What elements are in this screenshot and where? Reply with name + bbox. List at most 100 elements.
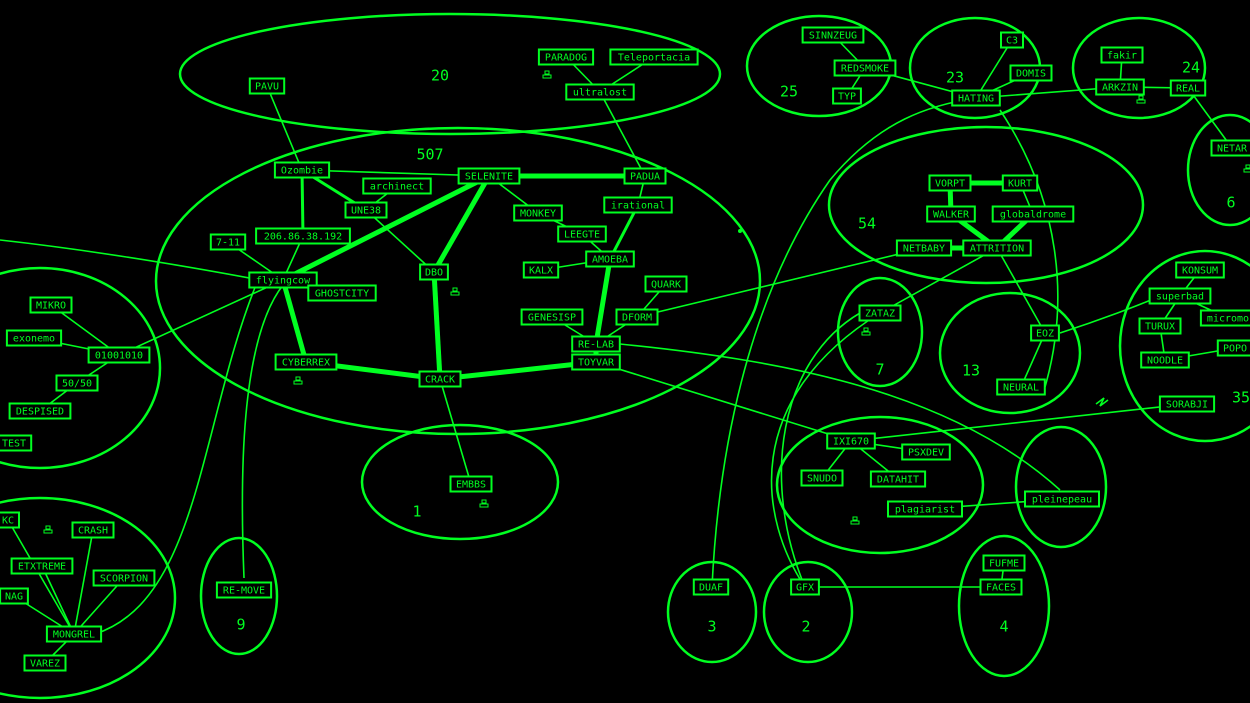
node-o1001010[interactable]: 01001010 bbox=[87, 346, 151, 364]
node-teleport[interactable]: Teleportacia bbox=[609, 48, 699, 66]
node-crash[interactable]: CRASH bbox=[71, 521, 115, 539]
node-arkzin[interactable]: ARKZIN bbox=[1095, 78, 1145, 96]
node-exonemo[interactable]: exonemo bbox=[5, 329, 63, 347]
node-relab[interactable]: RE-LAB bbox=[571, 335, 621, 353]
node-etxtreme[interactable]: ETXTREME bbox=[10, 557, 74, 575]
edge-eoz-neural bbox=[1020, 332, 1046, 388]
node-sorabji[interactable]: SORABJI bbox=[1158, 395, 1216, 413]
node-vorpt[interactable]: VORPT bbox=[928, 174, 972, 192]
node-label: micromo bbox=[1207, 314, 1249, 325]
node-box bbox=[1199, 309, 1250, 327]
node-fiftyfifty[interactable]: 50/50 bbox=[55, 374, 99, 392]
node-popo[interactable]: POPO bbox=[1216, 339, 1250, 357]
cluster-label: 2 bbox=[801, 618, 810, 636]
node-box bbox=[991, 205, 1075, 223]
node-leegte[interactable]: LEEGTE bbox=[557, 225, 607, 243]
node-fufme[interactable]: FUFME bbox=[982, 554, 1026, 572]
node-test[interactable]: TEST bbox=[0, 434, 33, 452]
node-dform[interactable]: DFORM bbox=[615, 308, 659, 326]
node-label: KONSUM bbox=[1182, 266, 1218, 277]
node-s711[interactable]: 7-11 bbox=[209, 233, 247, 251]
node-amoeba[interactable]: AMOEBA bbox=[585, 250, 635, 268]
node-typ[interactable]: TYP bbox=[832, 87, 862, 105]
node-selenite[interactable]: SELENITE bbox=[457, 167, 521, 185]
node-remove[interactable]: RE-MOVE bbox=[215, 581, 273, 599]
cluster-label: 54 bbox=[858, 215, 876, 233]
node-micromo[interactable]: micromo bbox=[1199, 309, 1250, 327]
node-une38[interactable]: UNE38 bbox=[344, 201, 388, 219]
node-genesisp[interactable]: GENESISP bbox=[520, 308, 584, 326]
node-embbs[interactable]: EMBBS bbox=[449, 475, 493, 493]
person-icon bbox=[479, 499, 489, 508]
node-duaf[interactable]: DUAF bbox=[692, 578, 730, 596]
node-attrition[interactable]: ATTRITION bbox=[962, 239, 1032, 257]
person-icon bbox=[450, 287, 460, 296]
node-pleinepeau[interactable]: pleinepeau bbox=[1024, 490, 1100, 508]
node-box bbox=[826, 432, 876, 450]
node-kalx[interactable]: KALX bbox=[522, 261, 560, 279]
node-c3n[interactable]: C3 bbox=[1000, 31, 1024, 49]
node-ultralost[interactable]: ultralost bbox=[565, 83, 635, 101]
node-scorpion[interactable]: SCORPION bbox=[92, 569, 156, 587]
node-neural[interactable]: NEURAL bbox=[996, 378, 1046, 396]
node-zataz[interactable]: ZATAZ bbox=[858, 304, 902, 322]
edge-ixi670-sorabji bbox=[850, 403, 1188, 442]
node-globaldrome[interactable]: globaldrome bbox=[991, 205, 1075, 223]
node-nag[interactable]: NAG bbox=[0, 587, 29, 605]
node-ixi670[interactable]: IXI670 bbox=[826, 432, 876, 450]
node-ghostcity[interactable]: GHOSTCITY bbox=[307, 284, 377, 302]
node-fakir[interactable]: fakir bbox=[1100, 46, 1144, 64]
node-superbad[interactable]: superbad bbox=[1148, 287, 1212, 305]
node-gfx[interactable]: GFX bbox=[790, 578, 820, 596]
node-varez[interactable]: VAREZ bbox=[23, 654, 67, 672]
person-icon bbox=[293, 376, 303, 385]
node-quark[interactable]: QUARK bbox=[644, 275, 688, 293]
node-real[interactable]: REAL bbox=[1169, 79, 1207, 97]
node-psxdev[interactable]: PSXDEV bbox=[901, 443, 951, 461]
node-box bbox=[87, 346, 151, 364]
node-netart[interactable]: NETAR bbox=[1210, 139, 1250, 157]
node-crack[interactable]: CRACK bbox=[418, 370, 462, 388]
node-box bbox=[1024, 490, 1100, 508]
node-box bbox=[1169, 79, 1207, 97]
node-noodle[interactable]: NOODLE bbox=[1140, 351, 1190, 369]
node-netbaby[interactable]: NETBABY bbox=[895, 239, 953, 257]
node-snudo[interactable]: SNUDO bbox=[800, 469, 844, 487]
node-kc[interactable]: KC bbox=[0, 511, 20, 529]
node-domis[interactable]: DOMIS bbox=[1009, 64, 1053, 82]
node-ozombie[interactable]: Ozombie bbox=[273, 161, 331, 179]
node-datahit[interactable]: DATAHIT bbox=[869, 470, 927, 488]
edge-crash-mongrel bbox=[73, 529, 94, 635]
node-walker[interactable]: WALKER bbox=[926, 205, 976, 223]
node-monkey[interactable]: MONKEY bbox=[513, 204, 563, 222]
node-konsum[interactable]: KONSUM bbox=[1175, 261, 1225, 279]
node-pavu[interactable]: PAVU bbox=[248, 77, 286, 95]
cluster-c4 bbox=[957, 534, 1051, 678]
node-sinnzeug[interactable]: SINNZEUG bbox=[801, 26, 865, 44]
lightning-icon bbox=[1095, 397, 1109, 407]
node-turux[interactable]: TURUX bbox=[1138, 317, 1182, 335]
node-box bbox=[8, 402, 72, 420]
node-paradog[interactable]: PARADOG bbox=[537, 48, 595, 66]
node-plagiarist[interactable]: plagiarist bbox=[887, 500, 963, 518]
node-mikro[interactable]: MIKRO bbox=[29, 296, 73, 314]
node-irrational[interactable]: irational bbox=[603, 196, 673, 214]
node-padua[interactable]: PADUA bbox=[623, 167, 667, 185]
node-faces[interactable]: FACES bbox=[979, 578, 1023, 596]
node-label: TEST bbox=[2, 439, 26, 450]
node-mongrel[interactable]: MONGREL bbox=[45, 625, 103, 643]
node-redsmoke[interactable]: REDSMOKE bbox=[833, 59, 897, 77]
node-archinect[interactable]: archinect bbox=[362, 177, 432, 195]
node-hating[interactable]: HATING bbox=[951, 89, 1001, 107]
node-eoz[interactable]: EOZ bbox=[1030, 324, 1060, 342]
node-cyberrex[interactable]: CYBERREX bbox=[274, 353, 338, 371]
node-despised[interactable]: DESPISED bbox=[8, 402, 72, 420]
node-kurt[interactable]: KURT bbox=[1001, 174, 1039, 192]
node-ip[interactable]: 206.86.38.192 bbox=[255, 227, 351, 245]
cluster-label: 507 bbox=[416, 146, 443, 164]
cluster-c1 bbox=[360, 423, 560, 541]
node-dbo[interactable]: DBO bbox=[419, 263, 449, 281]
node-label: MONKEY bbox=[520, 209, 556, 220]
node-toyvar[interactable]: TOYVAR bbox=[571, 353, 621, 371]
node-flyingcow[interactable]: flyingcow bbox=[248, 271, 318, 289]
